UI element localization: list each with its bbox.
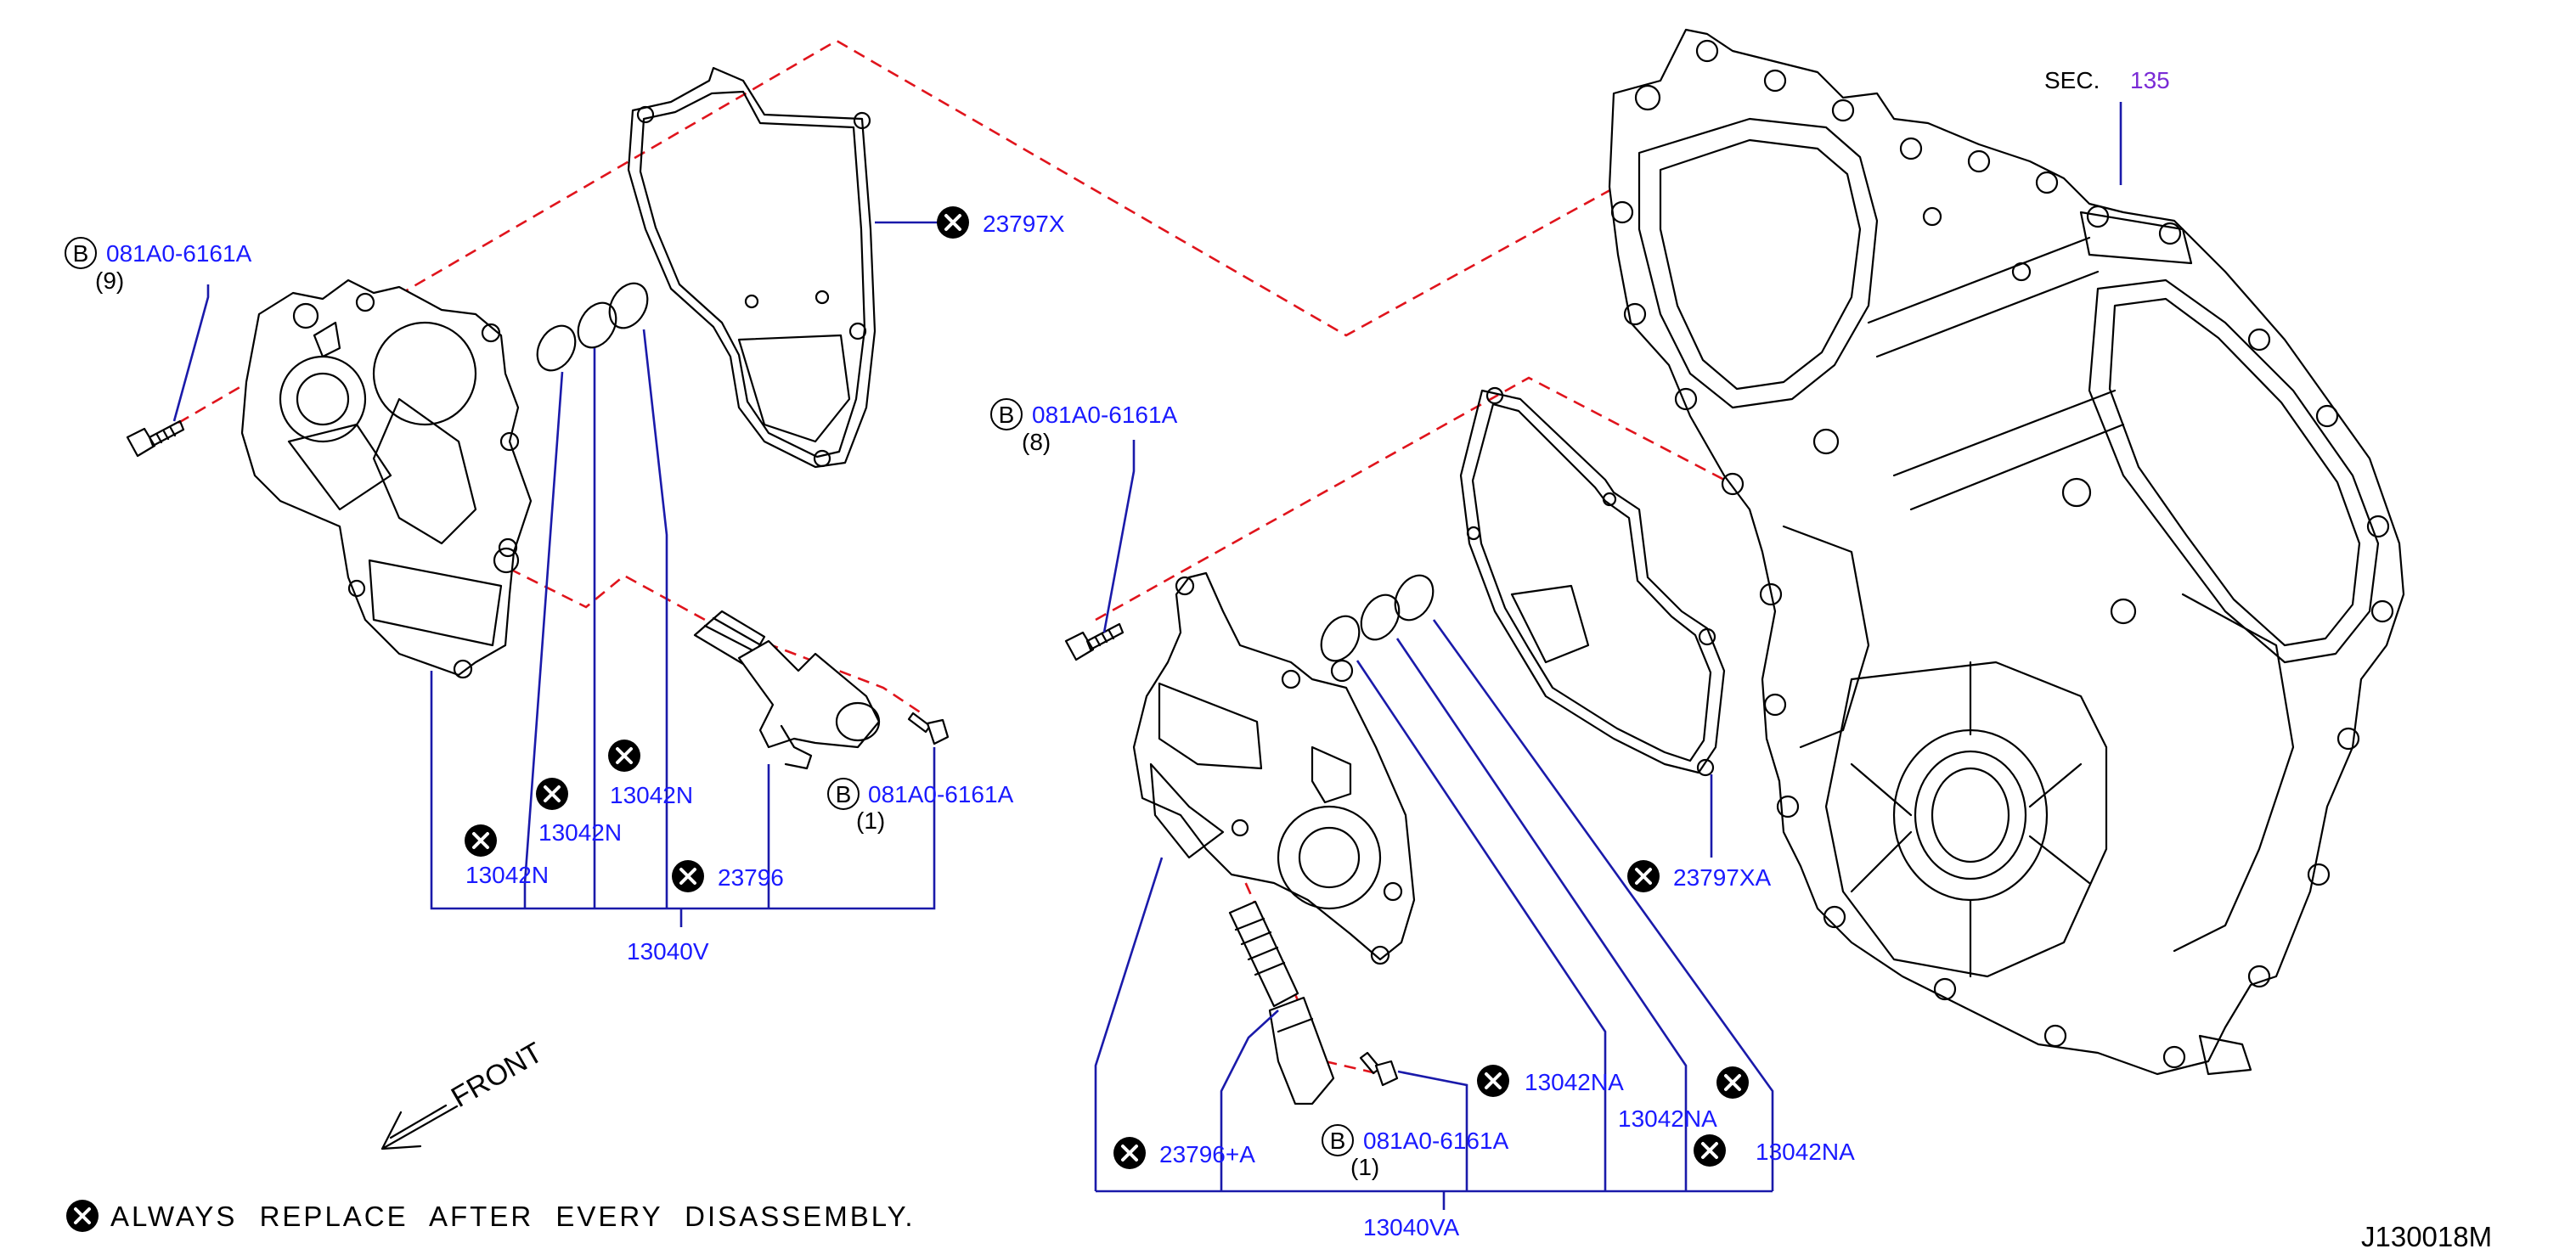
svg-text:B: B <box>73 240 89 267</box>
label-oring-right-3: 13042NA <box>1756 1139 1855 1165</box>
label-oring-left-3: 13042N <box>610 782 693 808</box>
label-oring-left-1: 13042N <box>465 862 549 888</box>
replace-mark-icon <box>670 858 706 894</box>
replace-mark-icon <box>935 205 971 240</box>
section-link[interactable]: 135 <box>2130 67 2170 93</box>
label-valve-left: 23796 <box>718 864 784 891</box>
bolt-b-icon: B <box>65 237 97 269</box>
svg-text:B: B <box>1330 1128 1346 1154</box>
left-cover-bolt <box>126 419 185 458</box>
label-bolt-right-small: 081A0-6161A <box>1363 1128 1509 1154</box>
label-bolt-left-top-qty: (9) <box>95 267 124 294</box>
right-valve-bolt <box>1359 1051 1399 1087</box>
front-indicator: FRONT <box>380 1036 548 1150</box>
bolt-b-icon: B <box>990 398 1023 430</box>
replace-mark-icon <box>534 776 570 812</box>
replace-mark-icon <box>463 823 499 858</box>
label-bolt-left-small: 081A0-6161A <box>868 781 1014 807</box>
label-bolt-right-top: 081A0-6161A <box>1032 402 1178 428</box>
label-bolt-left-small-qty: (1) <box>856 807 885 834</box>
bolt-b-icon: B <box>827 778 860 810</box>
front-label: FRONT <box>446 1036 548 1113</box>
svg-text:B: B <box>999 402 1015 428</box>
label-assembly-right: 13040VA <box>1363 1214 1459 1240</box>
left-gasket <box>627 66 877 469</box>
svg-text:B: B <box>836 781 852 807</box>
figure-id: J130018M <box>2361 1221 2492 1252</box>
label-bolt-right-small-qty: (1) <box>1350 1154 1379 1180</box>
section-prefix: SEC. <box>2044 67 2100 93</box>
label-bolt-right-top-qty: (8) <box>1022 429 1051 455</box>
label-gasket-left: 23797X <box>983 211 1065 237</box>
right-o-rings <box>1320 574 1435 662</box>
label-oring-left-2: 13042N <box>538 819 622 846</box>
right-cover-bolt <box>1064 622 1125 661</box>
right-gasket <box>1459 386 1726 777</box>
front-arrow-icon <box>380 1104 459 1150</box>
replace-mark-icon <box>1112 1135 1147 1171</box>
left-o-rings <box>536 282 649 372</box>
right-solenoid-valve <box>1228 900 1335 1105</box>
timing-chain-case <box>1608 28 2405 1076</box>
label-valve-right: 23796+A <box>1159 1141 1255 1167</box>
replace-mark-icon <box>65 1198 100 1234</box>
leader-lines <box>172 102 2122 1210</box>
label-gasket-right: 23797XA <box>1673 864 1772 891</box>
label-assembly-left: 13040V <box>627 938 709 965</box>
label-oring-right-1: 13042NA <box>1525 1069 1624 1095</box>
left-front-cover <box>240 278 533 679</box>
left-solenoid-valve <box>693 610 881 770</box>
replace-mark-icon <box>1692 1133 1728 1168</box>
replace-mark-icon <box>1475 1063 1511 1099</box>
replacement-note: ALWAYS REPLACE AFTER EVERY DISASSEMBLY. <box>110 1201 916 1232</box>
section-reference: SEC. 135 <box>2044 67 2170 93</box>
replace-mark-icon <box>606 738 642 773</box>
bolt-b-icon: B <box>1322 1124 1354 1156</box>
label-bolt-left-top: 081A0-6161A <box>106 240 252 267</box>
replace-mark-icon <box>1626 858 1661 894</box>
right-front-cover <box>1132 571 1416 965</box>
callout-labels: 081A0-6161A (9) 23797X 13042N 13042N 130… <box>95 211 1855 1240</box>
replace-mark-icon <box>1715 1065 1750 1100</box>
bolt-symbols: B B B B <box>65 237 1354 1156</box>
label-oring-right-2: 13042NA <box>1618 1105 1717 1132</box>
left-valve-bolt <box>907 712 950 745</box>
